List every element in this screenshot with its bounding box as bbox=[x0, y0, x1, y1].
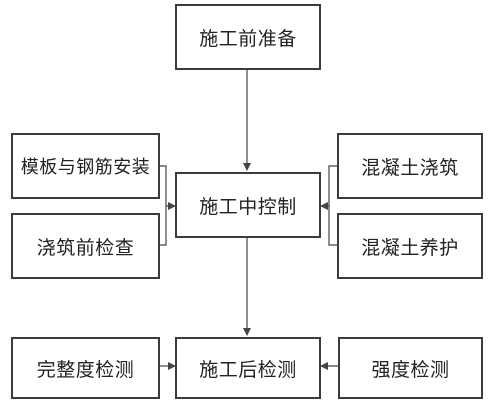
node-pre-pour-check: 浇筑前检查 bbox=[11, 213, 160, 279]
edge-pour-to-control bbox=[328, 165, 337, 206]
node-prepare: 施工前准备 bbox=[175, 4, 321, 70]
node-pour: 混凝土浇筑 bbox=[337, 133, 483, 199]
node-strength-test: 强度检测 bbox=[338, 337, 483, 399]
node-cure: 混凝土养护 bbox=[337, 213, 483, 279]
edge-precheck-to-control bbox=[159, 206, 167, 246]
node-formwork: 模板与钢筋安装 bbox=[11, 133, 160, 199]
node-in-control: 施工中控制 bbox=[175, 172, 321, 238]
edge-formwork-to-control bbox=[159, 165, 167, 206]
node-post-test: 施工后检测 bbox=[175, 337, 321, 399]
node-integrity-test: 完整度检测 bbox=[11, 337, 160, 399]
edge-cure-to-control bbox=[328, 206, 337, 246]
